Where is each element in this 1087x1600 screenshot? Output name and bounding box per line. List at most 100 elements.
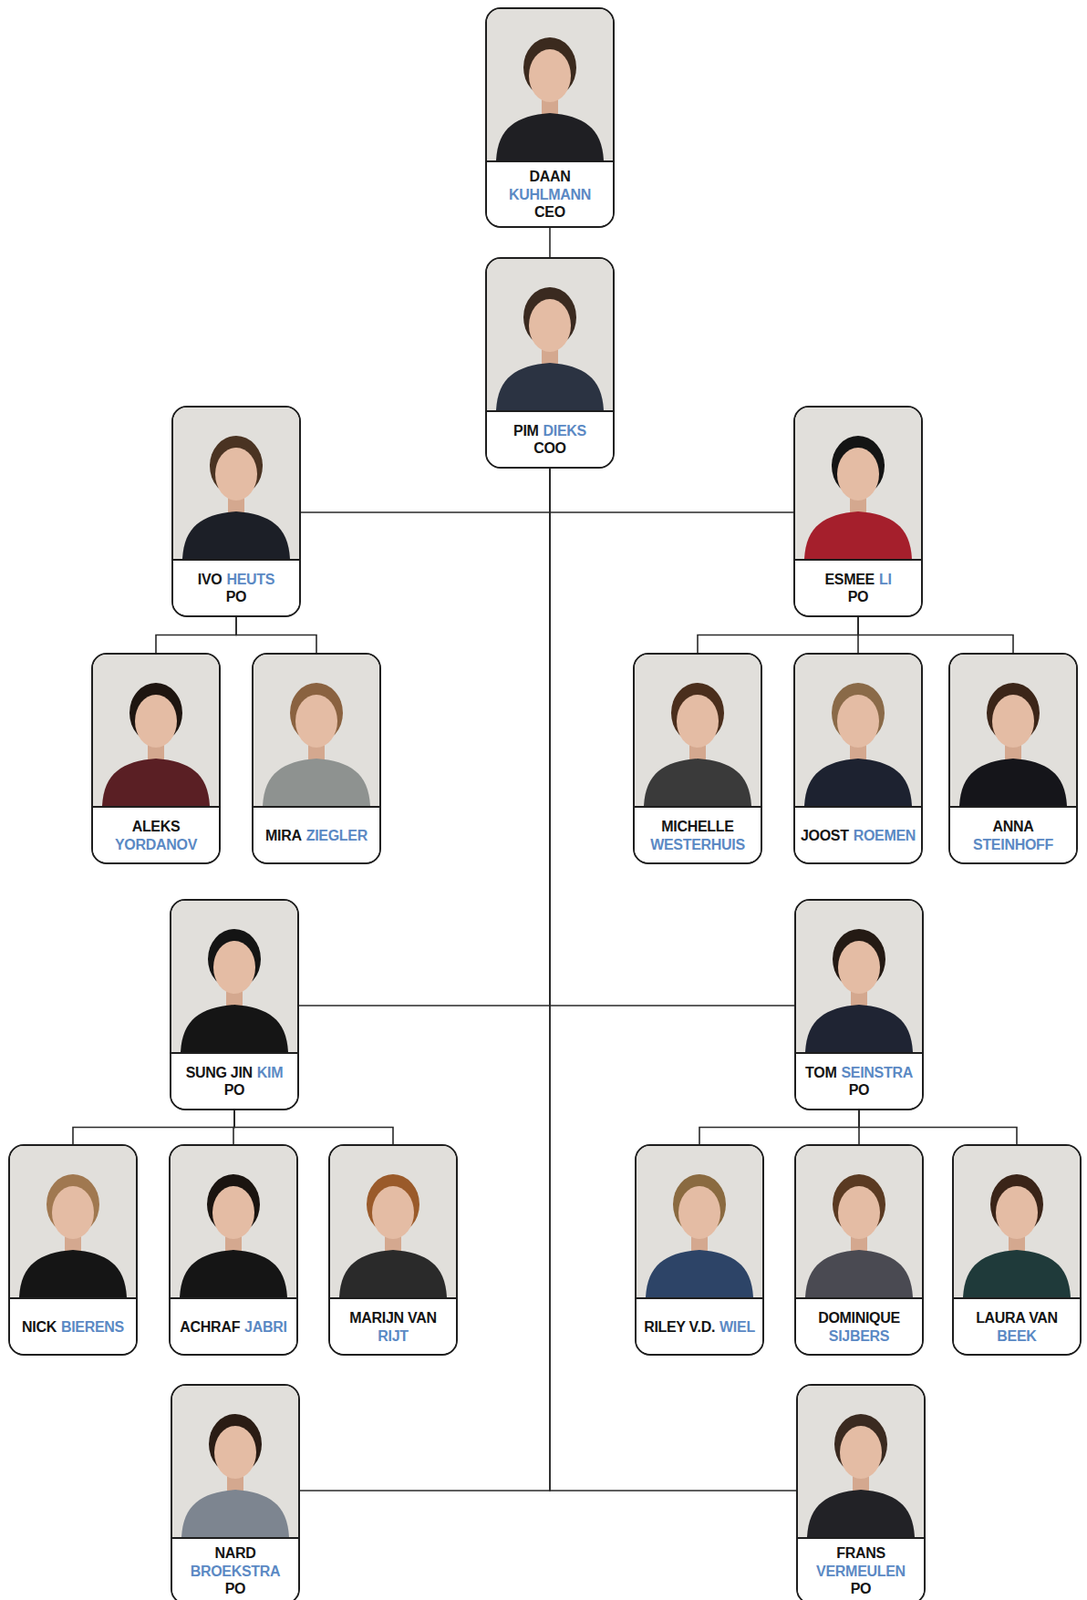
surname: WESTERHUIS: [650, 836, 746, 854]
portrait-figure: [486, 9, 613, 161]
name-plate: NICKBIERENS: [10, 1297, 136, 1355]
portrait-figure: [636, 1146, 763, 1298]
person-card: PIMDIEKSCOO: [485, 257, 615, 469]
person-card: ANNASTEINHOFF: [948, 652, 1078, 865]
person-card: TOMSEINSTRAPO: [794, 899, 924, 1111]
portrait-photo: [797, 1386, 924, 1538]
portrait-figure: [172, 1386, 299, 1538]
role-title: PO: [224, 1081, 246, 1099]
name-plate: SUNG JINKIM PO: [171, 1052, 298, 1109]
person-card: LAURA VANBEEK: [952, 1144, 1082, 1357]
name-row: DAANKUHLMANN: [490, 167, 610, 204]
person-card: DOMINIQUESIJBERS: [794, 1144, 924, 1357]
surname: VERMEULEN: [816, 1563, 906, 1581]
portrait-photo: [330, 1146, 456, 1298]
first-name: IVO: [197, 570, 223, 589]
name-row: ANNASTEINHOFF: [953, 817, 1073, 854]
name-plate: MARIJN VANRIJT: [330, 1297, 456, 1355]
person-card: MARIJN VANRIJT: [328, 1144, 458, 1357]
first-name: RILEY V.D.: [643, 1318, 715, 1336]
portrait-photo: [795, 654, 922, 807]
org-connector: [697, 617, 859, 653]
name-plate: MIRAZIEGLER: [253, 806, 380, 863]
portrait-photo: [486, 9, 613, 161]
portrait-photo: [636, 1146, 763, 1298]
portrait-photo: [173, 407, 300, 560]
portrait-photo: [172, 1386, 299, 1538]
name-row: TOMSEINSTRA: [805, 1064, 913, 1082]
surname: DIEKS: [543, 422, 587, 440]
portrait-figure: [797, 1386, 924, 1538]
surname: BIERENS: [61, 1318, 125, 1336]
name-row: RILEY V.D.WIEL: [643, 1318, 756, 1336]
surname: ZIEGLER: [306, 827, 368, 845]
portrait-figure: [93, 654, 219, 807]
portrait-figure: [10, 1146, 136, 1298]
first-name: SUNG JIN: [186, 1064, 253, 1082]
portrait-photo: [953, 1146, 1080, 1298]
person-card: FRANSVERMEULENPO: [796, 1384, 926, 1600]
role-title: PO: [848, 588, 870, 606]
first-name: DAAN: [528, 167, 570, 186]
surname: HEUTS: [226, 570, 275, 589]
portrait-figure: [953, 1146, 1080, 1298]
portrait-photo: [486, 258, 613, 411]
portrait-figure: [486, 258, 613, 411]
surname: BEEK: [996, 1327, 1036, 1346]
person-card: IVOHEUTSPO: [171, 405, 301, 618]
person-card: NICKBIERENS: [8, 1144, 138, 1357]
name-plate: MICHELLEWESTERHUIS: [634, 806, 761, 863]
portrait-photo: [796, 1146, 922, 1298]
portrait-photo: [795, 407, 922, 560]
org-connector: [859, 1110, 1017, 1145]
person-card: MICHELLEWESTERHUIS: [632, 652, 763, 865]
role-title: PO: [225, 1580, 247, 1598]
first-name: JOOST: [800, 827, 849, 845]
portrait-figure: [796, 1146, 922, 1298]
first-name: MIRA: [265, 827, 302, 845]
name-row: FRANSVERMEULEN: [801, 1544, 921, 1581]
portrait-photo: [634, 654, 761, 807]
portrait-photo: [10, 1146, 136, 1298]
org-connector: [699, 1110, 860, 1145]
role-title: COO: [533, 439, 567, 457]
person-card: NARDBROEKSTRAPO: [170, 1384, 301, 1600]
surname: SEINSTRA: [840, 1064, 913, 1082]
name-plate: NARDBROEKSTRAPO: [172, 1537, 299, 1600]
name-plate: RILEY V.D.WIEL: [636, 1297, 763, 1355]
org-connector: [234, 1110, 394, 1145]
name-row: ALEKSYORDANOV: [96, 817, 216, 854]
name-plate: DOMINIQUESIJBERS: [796, 1297, 922, 1355]
name-row: JOOSTROEMEN: [800, 827, 916, 845]
surname: LI: [879, 570, 892, 589]
first-name: ACHRAF: [179, 1318, 240, 1336]
first-name: FRANS: [836, 1544, 886, 1563]
first-name: ESMEE: [824, 570, 875, 589]
portrait-photo: [171, 900, 298, 1053]
name-plate: LAURA VANBEEK: [953, 1297, 1080, 1355]
org-connector: [300, 468, 550, 513]
person-card: MIRAZIEGLER: [251, 652, 382, 865]
name-row: MARIJN VANRIJT: [333, 1309, 453, 1346]
portrait-figure: [170, 1146, 297, 1298]
name-row: PIMDIEKS: [513, 422, 587, 440]
person-card: ALEKSYORDANOV: [91, 652, 221, 865]
name-row: DOMINIQUESIJBERS: [799, 1309, 919, 1346]
person-card: RILEY V.D.WIEL: [634, 1144, 765, 1357]
portrait-figure: [950, 654, 1077, 807]
name-row: MIRAZIEGLER: [265, 827, 368, 845]
name-plate: ESMEELIPO: [795, 559, 922, 616]
surname: WIEL: [719, 1318, 756, 1336]
portrait-photo: [170, 1146, 297, 1298]
org-connector: [72, 1110, 235, 1145]
name-plate: TOMSEINSTRAPO: [796, 1052, 922, 1109]
name-plate: ACHRAFJABRI: [170, 1297, 297, 1355]
name-row: ESMEELI: [824, 570, 891, 589]
surname: KIM: [257, 1064, 283, 1082]
first-name: PIM: [513, 422, 539, 440]
org-connector: [549, 468, 794, 513]
first-name: NARD: [214, 1544, 256, 1563]
person-card: JOOSTROEMEN: [793, 652, 923, 865]
first-name: LAURA VAN: [975, 1309, 1058, 1327]
name-plate: PIMDIEKSCOO: [486, 410, 613, 467]
